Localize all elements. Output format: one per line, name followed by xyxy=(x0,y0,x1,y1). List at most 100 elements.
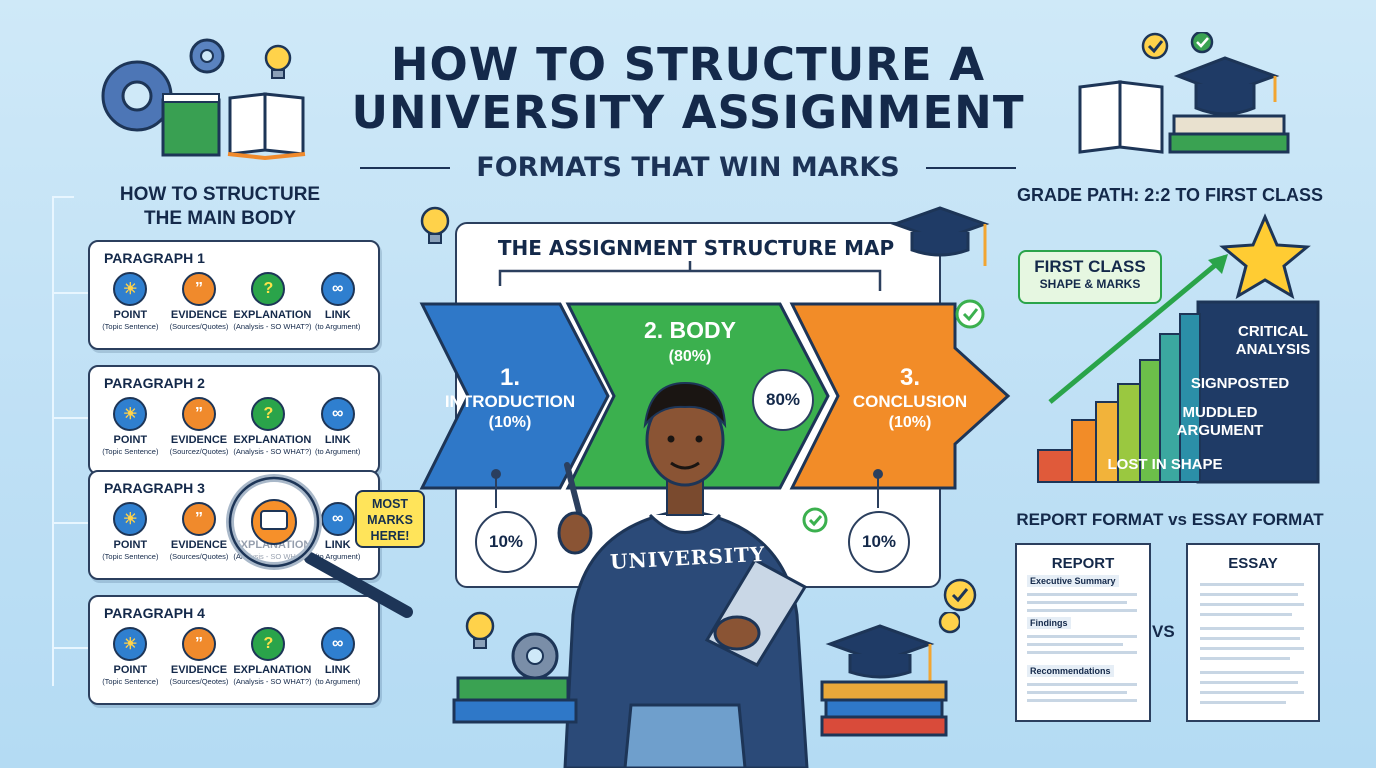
subtitle: FORMATS THAT WIN MARKS xyxy=(476,152,900,183)
open-book-icon xyxy=(227,92,306,161)
peel-item: ?EXPLANATION(Analysis - SO WHAT?) xyxy=(233,627,312,686)
connector-line xyxy=(52,196,74,198)
quote-icon: ” xyxy=(182,397,216,431)
graduation-cap-icon xyxy=(890,206,990,266)
intro-chevron xyxy=(419,302,610,490)
map-bracket xyxy=(498,261,882,291)
tablet-icon xyxy=(704,557,808,667)
paragraph-title: PARAGRAPH 2 xyxy=(104,375,205,391)
check-icon xyxy=(943,578,977,612)
books-left-decoration xyxy=(452,611,578,724)
peel-label: EXPLANATION xyxy=(233,434,312,446)
student-illustration xyxy=(557,381,809,768)
peel-description: (Topic Sentence) xyxy=(102,322,159,331)
check-icon xyxy=(1141,32,1214,60)
peel-description: (Analysis - SO WHAT?) xyxy=(233,447,312,456)
link-icon: ∞ xyxy=(320,627,355,661)
gear-icon xyxy=(189,38,225,74)
peel-description: (to Argument) xyxy=(314,447,361,456)
essay-title: ESSAY xyxy=(1228,555,1278,572)
check-icon xyxy=(802,507,828,533)
peel-item: ”EVIDENCE(Sources/Quotes) xyxy=(165,272,234,331)
chat-icon xyxy=(251,499,297,545)
peel-description: (Topic Sentence) xyxy=(102,447,159,456)
callout-line2: MARKS xyxy=(367,513,413,527)
connector-line xyxy=(52,196,54,686)
link-icon: ∞ xyxy=(320,397,355,431)
subtitle-rule-right xyxy=(926,167,1016,169)
question-icon: ? xyxy=(251,397,286,431)
peel-label: LINK xyxy=(324,539,351,551)
intro-label-group: 1. INTRODUCTION (10%) xyxy=(425,364,595,432)
peel-description: (to Argument) xyxy=(314,677,361,686)
lightbulb-icon: ☀ xyxy=(113,397,148,431)
lightbulb-icon xyxy=(420,206,450,244)
peel-description: (Topic Sentence) xyxy=(102,552,159,561)
body-label: 2. BODY xyxy=(643,317,737,343)
report-section: Executive Summary xyxy=(1027,575,1119,587)
quote-icon: ” xyxy=(182,627,216,661)
question-icon: ? xyxy=(251,627,286,661)
peel-description: (Analysis - SO WHAT?) xyxy=(233,322,312,331)
peel-item: ☀POINT(Topic Sentence) xyxy=(96,397,165,456)
conclusion-number: 3. xyxy=(899,364,920,391)
essay-document: ESSAY xyxy=(1186,543,1320,722)
peel-item: ☀ POINT(Topic Sentence) xyxy=(96,272,165,331)
step-critical-analysis: CRITICAL ANALYSIS xyxy=(1218,323,1328,359)
formats-heading: REPORT FORMAT vs ESSAY FORMAT xyxy=(1016,510,1324,529)
connector-line xyxy=(52,522,88,524)
conclusion-chevron xyxy=(789,302,1011,490)
star-icon xyxy=(1219,213,1311,300)
step-signposted: SIGNPOSTED xyxy=(1190,375,1290,392)
peel-description: (to Argument) xyxy=(314,552,361,561)
first-class-line1: FIRST CLASS xyxy=(1034,257,1146,276)
books-right-decoration xyxy=(820,612,960,737)
step-muddled-argument: MUDDLED ARGUMENT xyxy=(1155,404,1285,440)
quote-icon: ” xyxy=(182,272,216,306)
report-title: REPORT xyxy=(1051,555,1115,572)
link-icon: ∞ xyxy=(320,272,355,306)
peel-item: ∞ LINK(to Argument) xyxy=(303,627,372,686)
step-label: MUDDLED xyxy=(1182,404,1258,421)
books-stack-icon xyxy=(1168,114,1290,154)
magnifier-decoration xyxy=(226,474,413,618)
graduation-cap-icon xyxy=(825,624,935,687)
peel-description: (Sources/Qeotes) xyxy=(169,677,229,686)
step-label: ARGUMENT xyxy=(1176,422,1264,439)
peel-label: POINT xyxy=(113,309,148,321)
lightbulb-icon xyxy=(465,611,495,649)
peel-item: ”EVIDENCE(Sources/Qeotes) xyxy=(165,627,234,686)
paragraph-card: PARAGRAPH 1☀POINT(Topic Sentence)”EVIDEN… xyxy=(88,240,380,350)
graduation-cap-icon xyxy=(1173,56,1280,116)
intro-percent-badge: 10% xyxy=(475,511,537,573)
peel-label: LINK xyxy=(324,664,351,676)
connector-line xyxy=(52,292,88,294)
connector-line xyxy=(52,417,88,419)
check-icon xyxy=(955,299,985,329)
page-title-line1: HOW TO STRUCTURE A xyxy=(390,38,986,91)
lightbulb-icon: ☀ xyxy=(113,502,148,536)
peel-item: ?EXPLANATION(Analysis - SO WHAT?) xyxy=(233,272,312,331)
conclusion-percent: (10%) xyxy=(888,414,932,431)
gear-icon xyxy=(101,60,173,132)
main-body-heading-line1: HOW TO STRUCTURE xyxy=(119,184,321,205)
peel-description: (Analysis - SO WHAT?) xyxy=(233,677,312,686)
peel-description: (Topic Sentence) xyxy=(102,677,159,686)
books-cap-decoration xyxy=(1078,32,1290,154)
step-lost-in-shape: LOST IN SHAPE xyxy=(1107,456,1223,473)
gear-icon xyxy=(511,632,559,680)
book-icon xyxy=(161,93,221,157)
peel-description: (Sourcez/Quotes) xyxy=(169,447,229,456)
peel-label: EVIDENCE xyxy=(170,434,228,446)
staircase xyxy=(1037,300,1320,484)
first-class-line2: SHAPE & MARKS xyxy=(1039,277,1141,291)
vs-label: VS xyxy=(1152,622,1175,641)
question-icon: ? xyxy=(251,272,286,306)
peel-label: EVIDENCE xyxy=(170,309,228,321)
quote-icon: ” xyxy=(182,502,216,536)
lightbulb-icon: ☀ xyxy=(113,272,148,306)
page-title-line2: UNIVERSITY ASSIGNMENT xyxy=(351,86,1025,139)
peel-description: (to Argument) xyxy=(314,322,361,331)
first-class-box: FIRST CLASS SHAPE & MARKS xyxy=(1018,250,1162,304)
peel-label: POINT xyxy=(113,539,148,551)
